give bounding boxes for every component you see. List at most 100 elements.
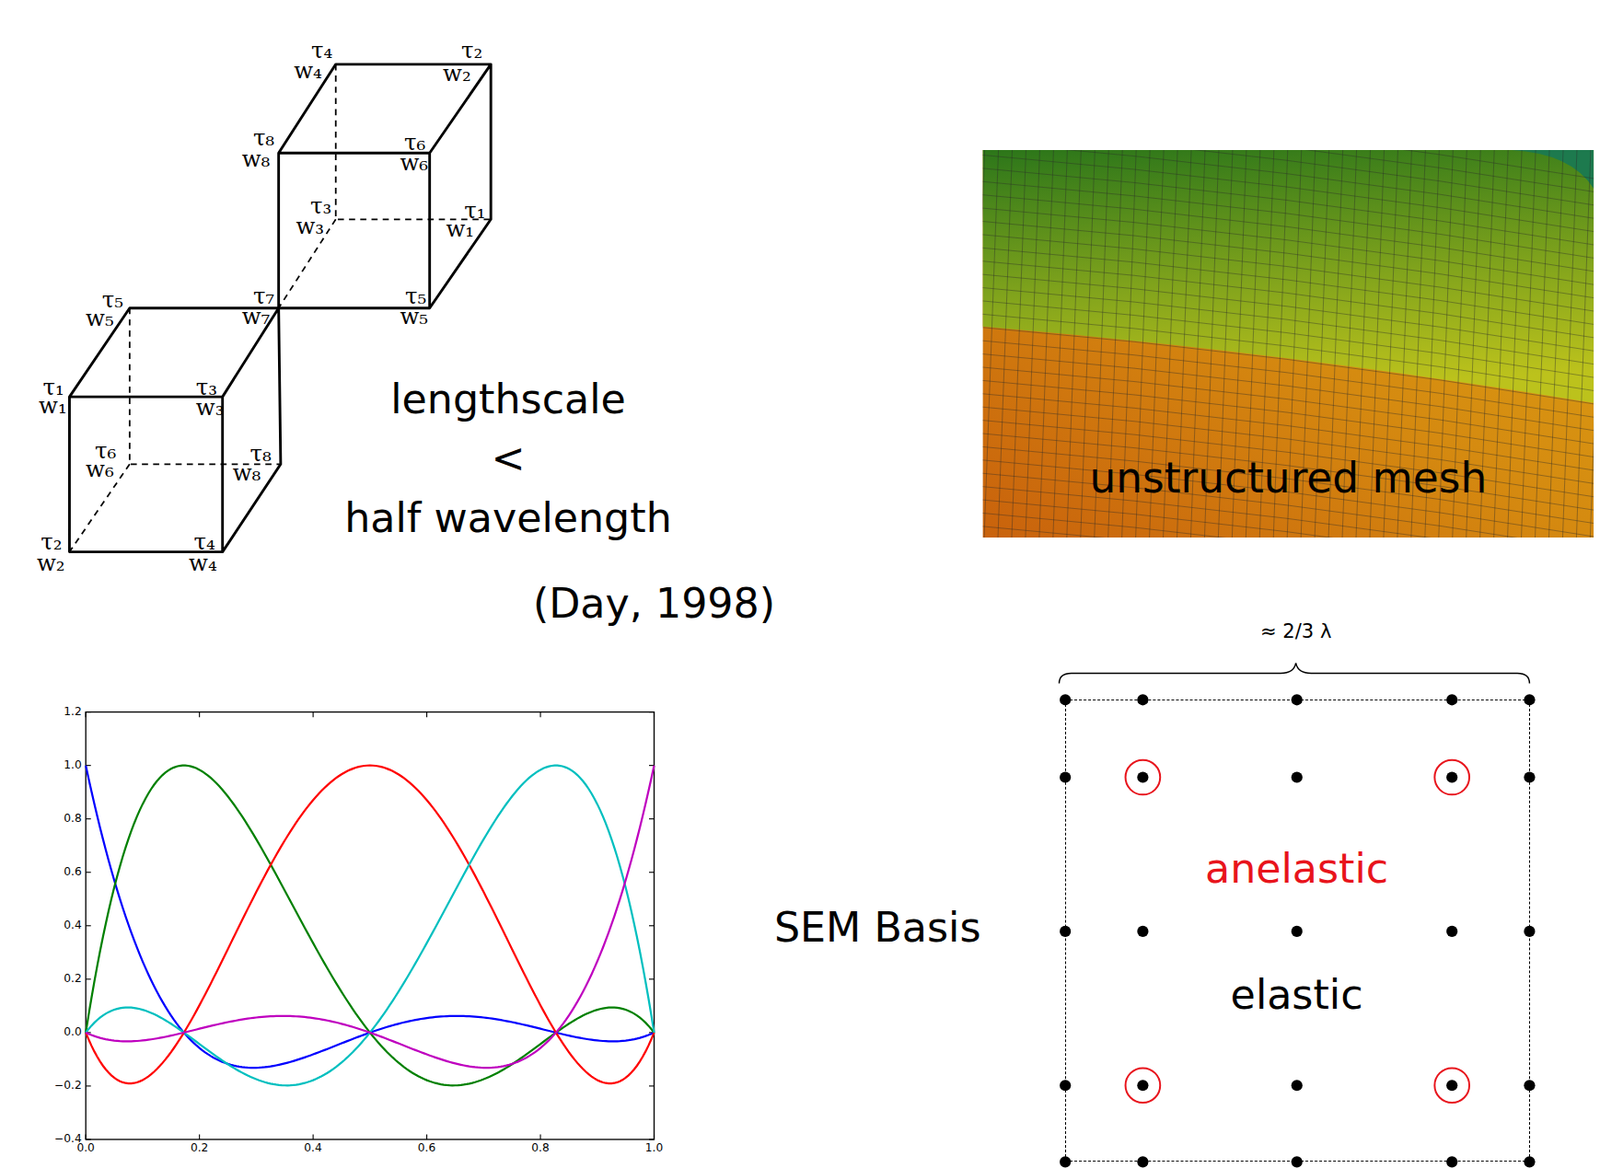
cube-edges <box>69 308 280 553</box>
tick-label: 1.0 <box>645 1142 663 1155</box>
tick <box>426 1134 428 1140</box>
tick <box>85 925 92 927</box>
corner-label: w₃ <box>196 395 225 421</box>
gll-point <box>1136 1079 1148 1091</box>
mesh-lower-layer <box>982 150 1594 538</box>
mesh-line <box>982 526 1594 538</box>
tick-label: 0.2 <box>63 973 82 986</box>
gll-point <box>1136 771 1148 783</box>
mesh-corner-layer <box>1509 150 1594 189</box>
corner-label: w₁ <box>38 394 68 419</box>
corner-label: w₈ <box>232 461 262 487</box>
tick-label: 1.0 <box>63 759 82 772</box>
tick <box>85 712 87 719</box>
anelastic-marker <box>1125 760 1161 796</box>
tick <box>539 712 541 719</box>
corner-label: w₇ <box>242 304 271 330</box>
basis-curve <box>85 765 654 1084</box>
mesh-line <box>982 433 1594 511</box>
mesh-line <box>1562 150 1577 538</box>
mesh-panel: unstructured mesh <box>982 150 1594 538</box>
gll-point <box>1446 771 1458 783</box>
basis-curve <box>85 765 654 1087</box>
tick-label: 0.8 <box>63 812 82 825</box>
tick <box>649 871 655 873</box>
brace <box>1059 662 1531 684</box>
sem-element <box>1059 662 1536 1168</box>
tick-label: 0.6 <box>417 1142 436 1155</box>
mesh-upper-layer <box>982 150 1594 404</box>
note: (Day, 1998) <box>533 581 776 627</box>
mesh-line <box>1053 150 1068 538</box>
basis-curve <box>85 765 654 1068</box>
mesh-line <box>982 380 1594 457</box>
note: < <box>490 436 525 482</box>
tick <box>426 712 428 719</box>
tick-label: 0.6 <box>63 866 82 879</box>
anelastic-marker <box>1434 760 1470 796</box>
tick <box>649 711 655 713</box>
mesh-line <box>1039 150 1055 538</box>
tick-label: 0.4 <box>63 919 82 932</box>
tick <box>653 1134 655 1140</box>
corner-label: w₂ <box>442 61 472 87</box>
mesh-line <box>984 150 999 538</box>
tick-label: 1.2 <box>63 706 82 719</box>
corner-label: w₂ <box>36 551 66 577</box>
plot-ticks <box>85 712 654 1140</box>
tick-label: 0.0 <box>76 1142 94 1155</box>
corner-label: w₅ <box>85 306 115 332</box>
basis-curve <box>85 765 654 1068</box>
tick-label: 0.4 <box>303 1142 322 1155</box>
mesh-line <box>982 154 1594 232</box>
plot-curves <box>85 765 654 1087</box>
tick <box>85 978 92 980</box>
mesh-line <box>1589 150 1594 538</box>
tick <box>649 925 655 927</box>
gll-point <box>1446 1079 1458 1091</box>
mesh-line <box>1548 150 1564 538</box>
mesh-line <box>1535 150 1551 538</box>
corner-label: w₆ <box>85 457 115 483</box>
tick <box>198 1134 200 1140</box>
tick-label: 0.0 <box>63 1026 82 1039</box>
mesh-line <box>982 181 1594 258</box>
tick <box>85 1138 92 1140</box>
plot <box>85 712 654 1140</box>
mesh-line <box>982 150 985 538</box>
note: half wavelength <box>344 496 673 542</box>
plot-axes <box>85 712 654 1140</box>
tick <box>313 712 314 719</box>
mesh-line <box>982 150 1594 219</box>
corner-label: w₅ <box>400 304 429 330</box>
dimension: ≈ 2/3 λ <box>1260 620 1332 642</box>
corner-label: w₁ <box>445 217 475 243</box>
tick <box>85 1085 92 1087</box>
mesh-line <box>982 195 1594 272</box>
gll-points <box>1059 694 1535 1168</box>
mesh-line <box>1507 150 1523 538</box>
tick-label: 0.2 <box>190 1142 209 1155</box>
mesh-line <box>982 234 1594 312</box>
gll-point <box>1136 926 1148 938</box>
mesh-image <box>982 150 1594 538</box>
tick <box>649 1085 655 1087</box>
mesh-line <box>1521 150 1537 538</box>
mesh-line <box>982 340 1594 418</box>
cube-figure <box>69 64 491 553</box>
tick <box>313 1134 314 1140</box>
mesh-line <box>982 150 1594 206</box>
gll-point <box>1291 771 1303 783</box>
tick <box>649 1138 655 1140</box>
corner-label: w₄ <box>188 551 218 577</box>
corner-label: w₈ <box>242 147 271 173</box>
mesh-line <box>982 168 1594 245</box>
tick <box>653 712 655 719</box>
corner-label: w₃ <box>295 214 325 240</box>
gll-point <box>1291 1079 1303 1091</box>
mesh-line <box>982 367 1594 444</box>
mesh-line <box>982 354 1594 431</box>
tick <box>649 978 655 980</box>
corner-label: w₄ <box>293 58 323 84</box>
mesh-line <box>982 150 1594 192</box>
